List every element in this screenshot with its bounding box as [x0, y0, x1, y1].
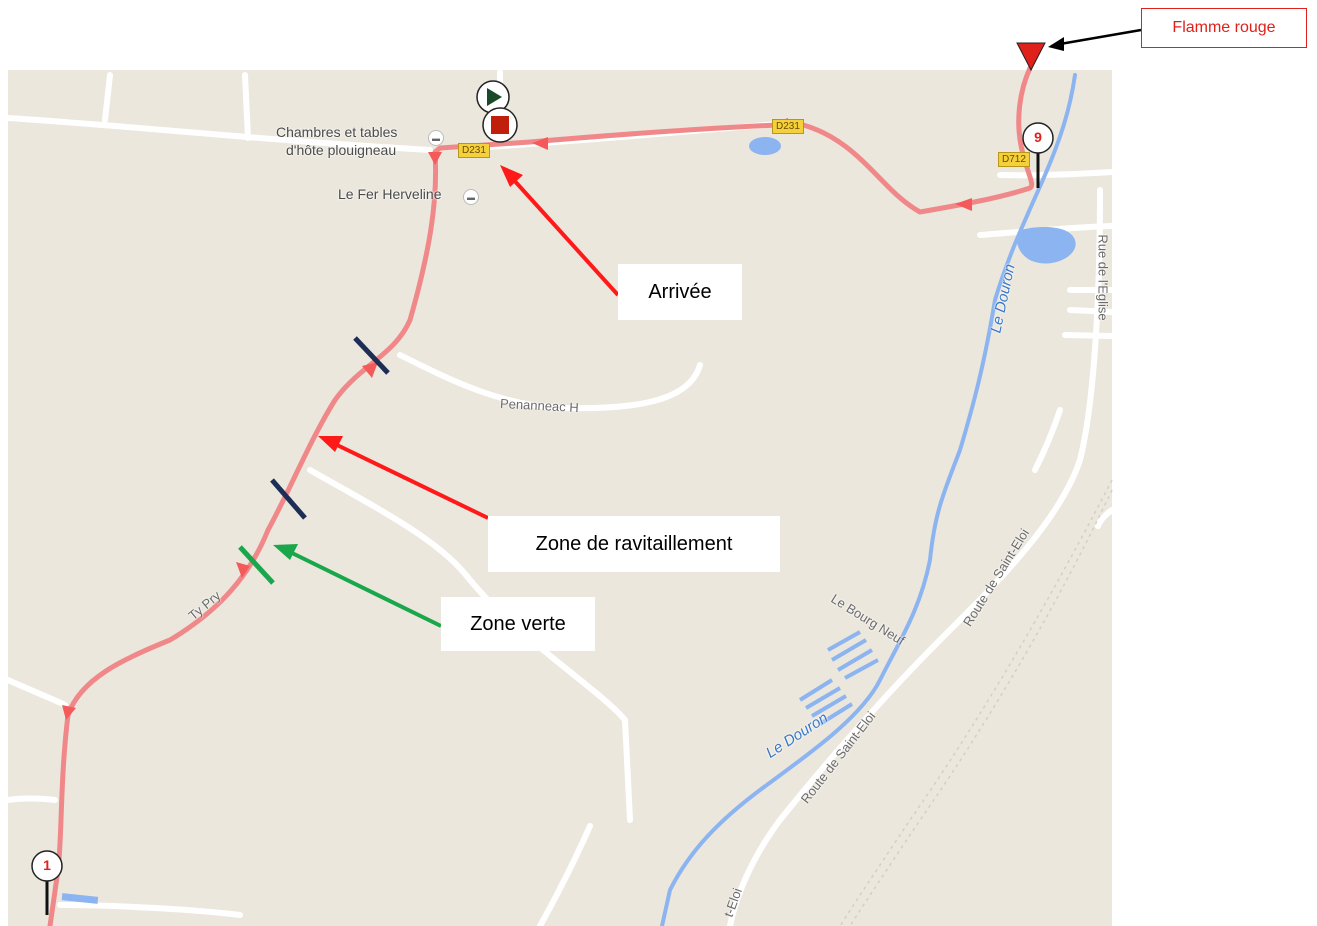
place-rue-eglise: Rue de l'Eglise: [1095, 234, 1111, 321]
flamme-rouge-triangle: [1016, 42, 1046, 72]
annotation-arrows: [273, 28, 1142, 628]
place-chambres-line2: d'hôte plouigneau: [286, 142, 397, 158]
road-shield-d231: D231: [772, 119, 804, 134]
zone-ravitaillement-start-marker: [270, 478, 307, 520]
place-fer-herveline: Le Fer Herveline: [338, 186, 442, 202]
railway: [839, 479, 1113, 926]
finish-marker: [482, 107, 518, 143]
ponds: [61, 137, 1076, 904]
road-shield-d231: D231: [458, 143, 490, 158]
road-shield-d712: D712: [998, 152, 1030, 167]
lodging-icon: ▬: [428, 130, 444, 146]
minor-roads: [5, 69, 1115, 926]
callout-flamme-rouge: Flamme rouge: [1141, 8, 1307, 48]
zone-ravitaillement-end-marker: [353, 336, 390, 375]
zone-verte-marker: [238, 545, 275, 585]
lodging-icon: ▬: [463, 189, 479, 205]
place-chambres-line1: Chambres et tables: [276, 124, 398, 140]
map-background: [8, 70, 1112, 926]
reservoir-hatches: [798, 630, 879, 726]
km9-pin: [1022, 122, 1054, 188]
river-le-douron: [660, 73, 1077, 926]
km9-label: 9: [1034, 129, 1042, 145]
callout-arrivee: Arrivée: [618, 264, 742, 320]
race-route: [47, 65, 1035, 926]
callout-zone-ravitaillement: Zone de ravitaillement: [488, 516, 780, 572]
callout-zone-verte: Zone verte: [441, 597, 595, 651]
km1-pin: [31, 850, 63, 915]
km1-label: 1: [43, 857, 51, 873]
